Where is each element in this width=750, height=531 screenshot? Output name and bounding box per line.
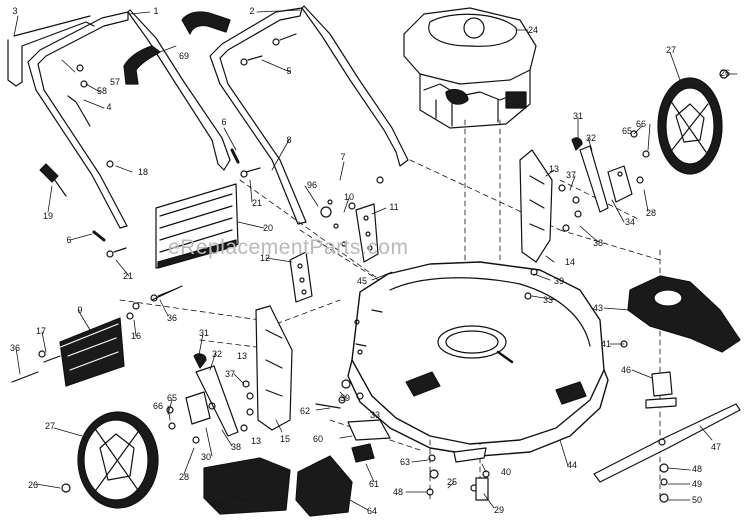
callout-17: 17	[35, 326, 47, 336]
blade-47	[593, 403, 741, 483]
callout-36b: 36	[9, 343, 21, 353]
callout-33b: 33	[369, 410, 381, 420]
callout-29: 29	[493, 505, 505, 515]
callout-63: 63	[399, 457, 411, 467]
discharge-chute-64	[295, 455, 353, 517]
callout-36a: 36	[166, 313, 178, 323]
engine-24	[403, 7, 537, 129]
callout-38a: 38	[592, 238, 604, 248]
callout-60: 60	[312, 434, 324, 444]
leader-lines	[13, 9, 738, 511]
axle-plates	[289, 203, 379, 303]
callout-38b: 38	[230, 442, 242, 452]
callout-21b: 21	[122, 271, 134, 281]
callout-69: 69	[178, 51, 190, 61]
callout-19: 19	[42, 211, 54, 221]
callout-16: 16	[130, 331, 142, 341]
callout-13c: 13	[250, 436, 262, 446]
grips	[123, 11, 231, 85]
callout-40: 40	[500, 467, 512, 477]
callout-41: 41	[600, 339, 612, 349]
height-adjuster-left	[185, 305, 293, 437]
callout-37b: 37	[224, 369, 236, 379]
callout-48a: 48	[691, 464, 703, 474]
callout-32a: 32	[585, 133, 597, 143]
callout-18: 18	[137, 167, 149, 177]
callout-44: 44	[566, 460, 578, 470]
callout-14: 14	[564, 257, 576, 267]
callout-9: 9	[77, 305, 83, 315]
wheel-27-left	[77, 411, 159, 509]
callout-1: 1	[153, 6, 159, 16]
callout-27a: 27	[665, 45, 677, 55]
callout-15: 15	[279, 434, 291, 444]
left-handle	[27, 9, 231, 229]
callout-13a: 13	[548, 164, 560, 174]
deck-44	[347, 261, 609, 457]
callout-39a: 39	[553, 276, 565, 286]
blade-adapter-46	[645, 371, 677, 409]
callout-49: 49	[691, 479, 703, 489]
callout-43: 43	[592, 303, 604, 313]
callout-58: 58	[96, 86, 108, 96]
callout-66b: 66	[152, 401, 164, 411]
callout-25: 25	[446, 477, 458, 487]
height-adjuster-right	[519, 137, 633, 263]
callout-13b: 13	[236, 351, 248, 361]
mulch-plug-59	[203, 457, 291, 515]
callout-26a: 26	[719, 68, 731, 78]
callout-11: 11	[389, 202, 399, 212]
callout-64: 64	[366, 506, 378, 516]
callout-20: 20	[262, 223, 274, 233]
callout-12: 12	[259, 253, 271, 263]
upper-handle-rod	[7, 15, 95, 87]
callout-4: 4	[106, 102, 112, 112]
callout-47: 47	[710, 442, 722, 452]
callout-46: 46	[620, 365, 632, 375]
callout-28a: 28	[645, 208, 657, 218]
callout-65a: 65	[621, 126, 633, 136]
callout-10: 10	[343, 192, 355, 202]
callout-6b: 6	[66, 235, 72, 245]
callout-33a: 33	[542, 295, 554, 305]
callout-2: 2	[249, 6, 255, 16]
callout-8a: 8	[286, 135, 292, 145]
callout-59: 59	[211, 500, 223, 510]
baffle-43	[627, 275, 741, 353]
callout-7: 7	[340, 152, 346, 162]
callout-45: 45	[356, 276, 368, 286]
callout-66a: 66	[635, 119, 647, 129]
callout-39b: 39	[339, 393, 351, 403]
callout-48b: 48	[392, 487, 404, 497]
right-handle	[209, 5, 409, 225]
callout-65b: 65	[166, 393, 178, 403]
callout-27b: 27	[44, 421, 56, 431]
callout-61: 61	[368, 479, 380, 489]
callout-50: 50	[691, 495, 703, 505]
wheel-27-right	[657, 77, 723, 175]
callout-3: 3	[12, 6, 18, 16]
hardware	[38, 33, 729, 503]
callout-28b: 28	[178, 472, 190, 482]
callout-32b: 32	[211, 349, 223, 359]
callout-34: 34	[624, 217, 636, 227]
rear-door-9	[57, 317, 125, 387]
callout-37a: 37	[565, 170, 577, 180]
callout-31a: 31	[572, 111, 584, 121]
callout-21a: 21	[251, 198, 263, 208]
callout-6a: 6	[221, 117, 227, 127]
callout-31b: 31	[198, 328, 210, 338]
rear-flap-20	[155, 183, 239, 269]
callout-26b: 26	[27, 480, 39, 490]
callout-5: 5	[286, 66, 292, 76]
callout-62: 62	[299, 406, 311, 416]
callout-57: 57	[109, 77, 121, 87]
callout-96: 96	[306, 180, 318, 190]
watermark: eReplacementParts.com	[168, 236, 409, 259]
callout-30: 30	[200, 452, 212, 462]
callout-24: 24	[527, 25, 539, 35]
